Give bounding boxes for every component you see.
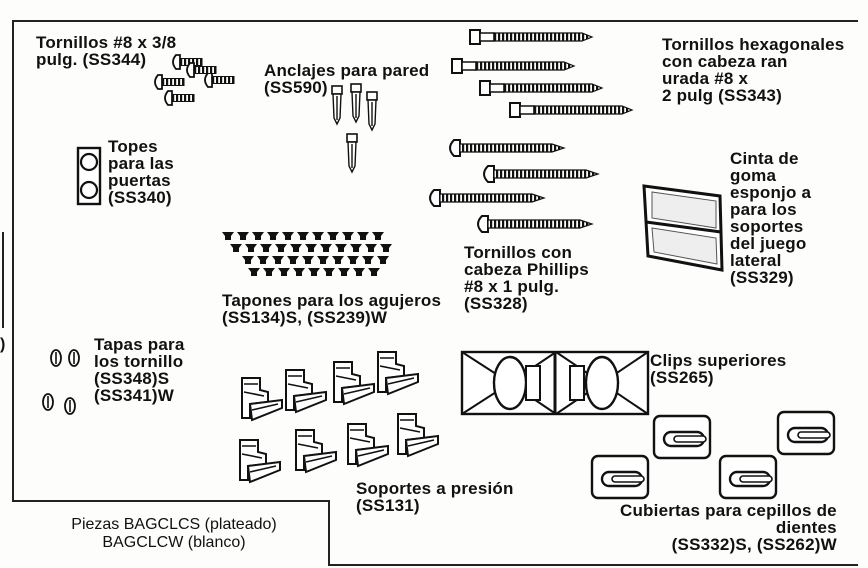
- legend-line-1: Piezas BAGCLCS (plateado): [34, 516, 314, 534]
- hole-plug: [350, 244, 362, 252]
- hole-plug: [372, 232, 384, 240]
- hole-plug: [335, 244, 347, 252]
- hole-plug: [365, 244, 377, 252]
- hole-plug: [347, 256, 359, 264]
- label-press-brackets: Soportes a presión (SS131): [356, 480, 514, 514]
- hole-plug: [317, 256, 329, 264]
- toothbrush-covers: [592, 412, 834, 498]
- hex-screws-ss343: [452, 30, 632, 117]
- legend-box: Piezas BAGCLCS (plateado) BAGCLCW (blanc…: [12, 500, 330, 566]
- label-sponge-tape: Cinta de goma esponjo a para los soporte…: [730, 150, 811, 286]
- hole-plug: [327, 232, 339, 240]
- hole-plug: [312, 232, 324, 240]
- sponge-tape-ss329: [644, 186, 722, 270]
- hole-plug: [380, 244, 392, 252]
- hole-plug: [252, 232, 264, 240]
- hole-plug: [308, 268, 320, 276]
- hole-plugs: [222, 232, 392, 276]
- hole-plug: [260, 244, 272, 252]
- hole-plug: [242, 256, 254, 264]
- hole-plug: [278, 268, 290, 276]
- hole-plug: [305, 244, 317, 252]
- hole-plug: [293, 268, 305, 276]
- hole-plug: [275, 244, 287, 252]
- hole-plug: [368, 268, 380, 276]
- hole-plug: [237, 232, 249, 240]
- hole-plug: [290, 244, 302, 252]
- hole-plug: [245, 244, 257, 252]
- label-toothbrush-covers: Cubiertas para cepillos de dientes (SS33…: [620, 502, 837, 553]
- hole-plug: [362, 256, 374, 264]
- top-clips-ss265: [462, 352, 648, 414]
- door-stops-ss340: [78, 148, 100, 204]
- hole-plug: [257, 256, 269, 264]
- hole-plug: [287, 256, 299, 264]
- hole-plug: [357, 232, 369, 240]
- legend-line-2: BAGCLCW (blanco): [34, 534, 314, 552]
- hole-plug: [338, 268, 350, 276]
- label-hole-plugs: Tapones para los agujeros (SS134)S, (SS2…: [222, 292, 441, 326]
- label-door-stops: Topes para las puertas (SS340): [108, 138, 174, 206]
- hole-plug: [230, 244, 242, 252]
- label-small-screws: Tornillos #8 x 3/8 pulg. (SS344): [36, 34, 176, 68]
- hole-plug: [302, 256, 314, 264]
- hole-plug: [267, 232, 279, 240]
- hole-plug: [263, 268, 275, 276]
- wall-anchors-ss590: [332, 84, 377, 172]
- hole-plug: [282, 232, 294, 240]
- label-wall-anchors: Anclajes para pared (SS590): [264, 62, 429, 96]
- hole-plug: [297, 232, 309, 240]
- label-phillips-screws: Tornillos con cabeza Phillips #8 x 1 pul…: [464, 244, 589, 312]
- hole-plug: [320, 244, 332, 252]
- hole-plug: [353, 268, 365, 276]
- hole-plug: [222, 232, 234, 240]
- hole-plug: [377, 256, 389, 264]
- label-screw-caps: Tapas para los tornillo (SS348)S (SS341)…: [94, 336, 185, 404]
- press-brackets-ss131: [240, 352, 438, 482]
- hole-plug: [323, 268, 335, 276]
- label-hex-screws: Tornillos hexagonales con cabeza ran ura…: [662, 36, 844, 104]
- label-top-clips: Clips superiores (SS265): [650, 352, 786, 386]
- screw-caps: [43, 350, 79, 414]
- hole-plug: [272, 256, 284, 264]
- hole-plug: [248, 268, 260, 276]
- hole-plug: [332, 256, 344, 264]
- hole-plug: [342, 232, 354, 240]
- phillips-screws-ss328: [430, 140, 598, 232]
